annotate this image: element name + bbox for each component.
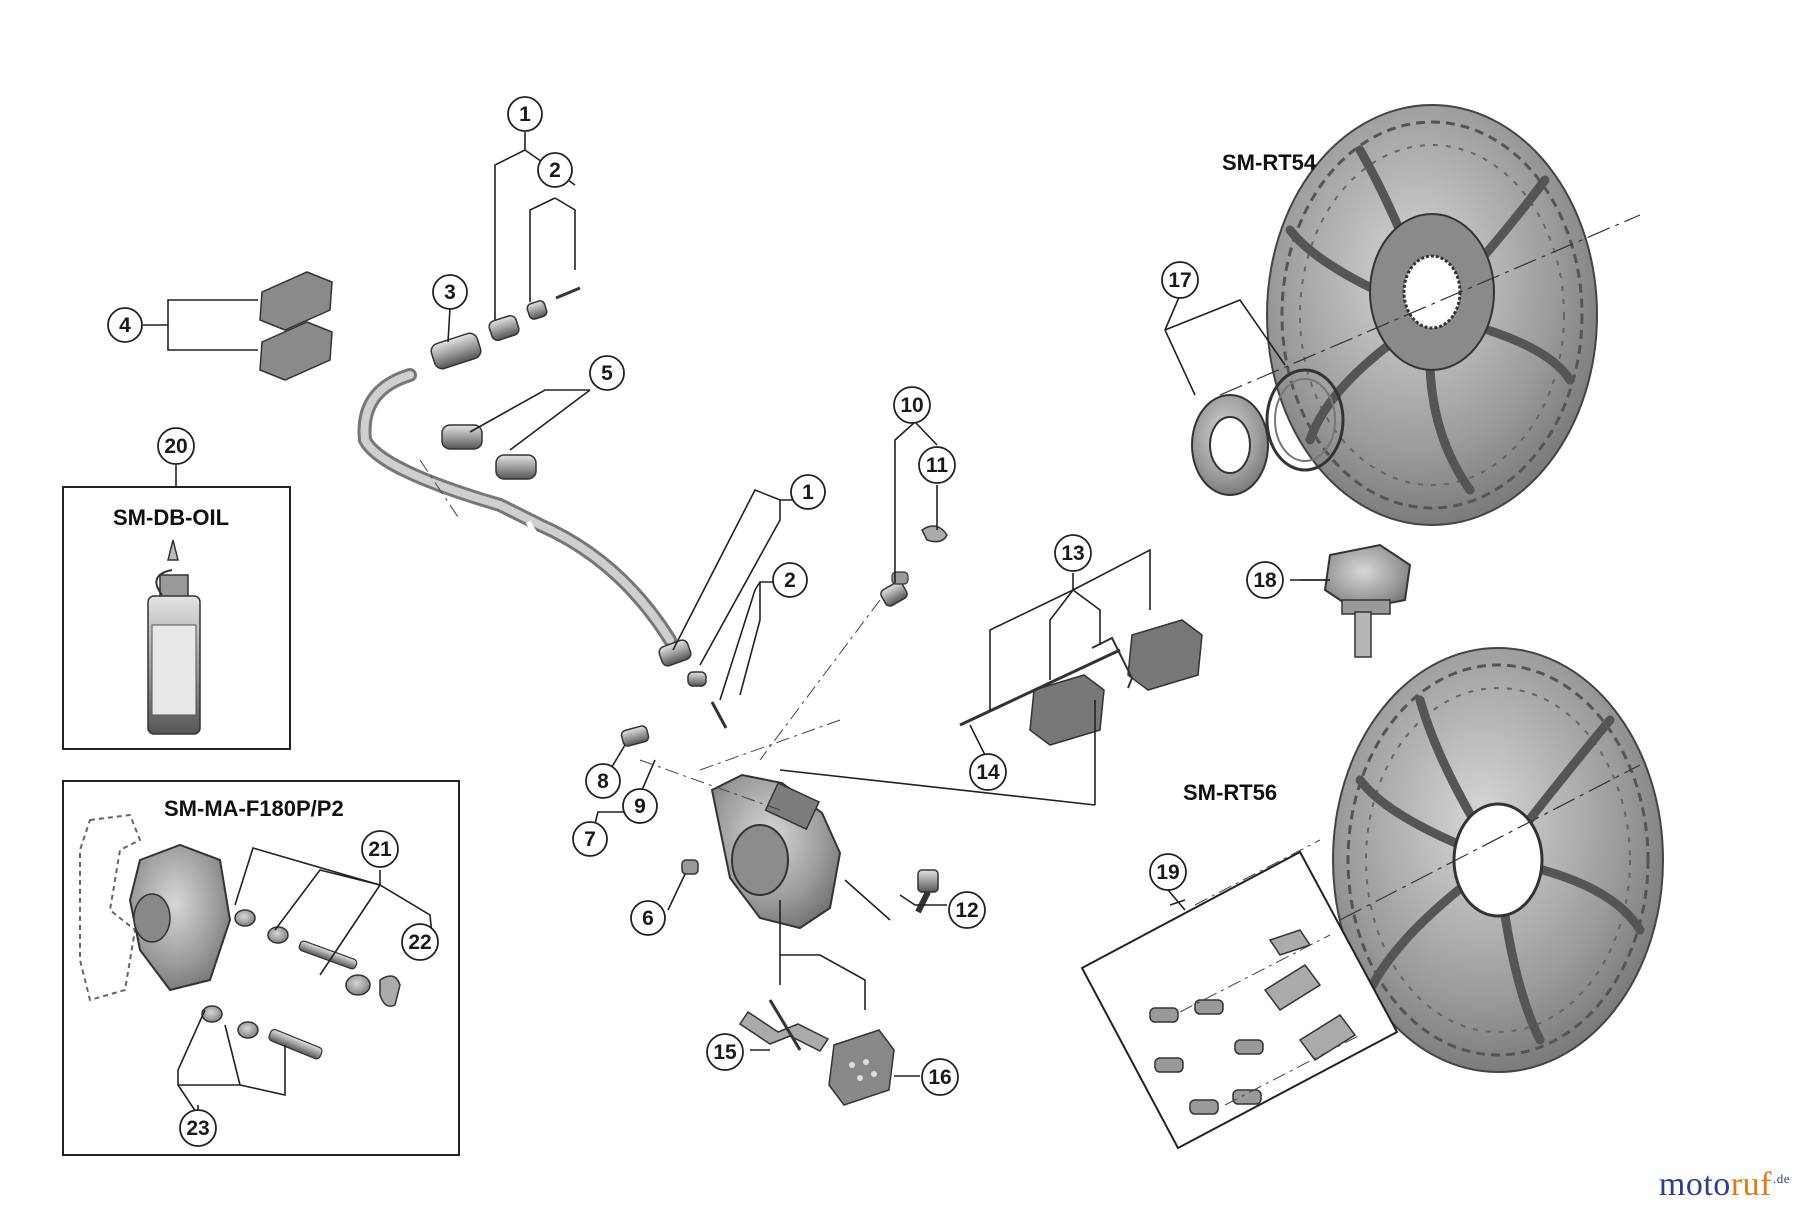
callout-12: 12 [948, 891, 986, 929]
caliper-small-parts [620, 725, 939, 914]
callout-16: 16 [921, 1058, 959, 1096]
svg-text:8: 8 [597, 770, 609, 793]
callout-9: 9 [622, 788, 658, 824]
callout-8: 8 [585, 763, 621, 799]
svg-text:6: 6 [642, 907, 654, 930]
svg-text:13: 13 [1061, 542, 1084, 565]
leader-lines [143, 132, 1330, 1116]
callout-22: 22 [401, 923, 439, 961]
svg-text:5: 5 [601, 362, 613, 385]
label-sm-db-oil: SM-DB-OIL [113, 505, 229, 530]
svg-text:18: 18 [1253, 569, 1277, 592]
svg-text:4: 4 [119, 314, 131, 337]
callout-6: 6 [630, 900, 666, 936]
callout-10: 10 [893, 386, 931, 424]
callout-14: 14 [969, 753, 1007, 791]
svg-text:1: 1 [802, 481, 814, 504]
svg-text:23: 23 [186, 1117, 209, 1140]
callout-2-top: 2 [537, 152, 573, 188]
callout-21: 21 [361, 830, 399, 868]
callout-17: 17 [1161, 261, 1199, 299]
callout-2-mid: 2 [772, 562, 808, 598]
label-sm-ma: SM-MA-F180P/P2 [164, 796, 344, 821]
adapter-bolt-kit-box [1080, 850, 1399, 1150]
svg-text:10: 10 [900, 394, 923, 417]
svg-text:21: 21 [368, 838, 392, 861]
resin-pads-lower [828, 1029, 895, 1106]
callout-15: 15 [706, 1033, 744, 1071]
lockring-tool [1323, 543, 1412, 658]
svg-text:20: 20 [164, 435, 187, 458]
brake-hose [357, 368, 677, 647]
label-sm-rt54: SM-RT54 [1222, 150, 1317, 175]
motoruf-watermark-logo: motoruf.de [1658, 1166, 1790, 1203]
svg-text:15: 15 [713, 1041, 737, 1064]
connector-insert [430, 332, 482, 370]
banjo-fittings [441, 424, 537, 480]
svg-text:22: 22 [408, 931, 431, 954]
svg-text:1: 1 [519, 103, 531, 126]
svg-text:9: 9 [634, 795, 646, 818]
callout-23: 23 [179, 1109, 217, 1147]
svg-text:3: 3 [444, 281, 456, 304]
callout-13: 13 [1054, 534, 1092, 572]
callout-4: 4 [107, 307, 143, 343]
svg-text:14: 14 [976, 761, 1000, 784]
callout-3: 3 [432, 274, 468, 310]
bleed-nipple-and-cap [880, 525, 948, 607]
callout-1-mid: 1 [790, 474, 826, 510]
svg-text:16: 16 [928, 1066, 951, 1089]
callout-7: 7 [572, 821, 608, 857]
rotor-sm-rt54 [1266, 104, 1598, 526]
svg-text:2: 2 [784, 569, 796, 592]
disc-brake-pads [959, 619, 1203, 746]
pad-spring [738, 999, 830, 1052]
hose-clamp-blocks [259, 271, 333, 381]
callout-11: 11 [918, 446, 956, 484]
svg-text:11: 11 [926, 454, 949, 477]
callout-18: 18 [1246, 561, 1284, 599]
svg-text:7: 7 [584, 828, 596, 851]
axis-lines [419, 459, 1361, 1106]
adapter-washers-and-bolts [201, 909, 401, 1060]
svg-text:12: 12 [955, 899, 978, 922]
callout-1-top: 1 [507, 96, 543, 132]
box-sm-ma-f180p [62, 780, 460, 1156]
svg-text:17: 17 [1168, 269, 1191, 292]
svg-text:2: 2 [549, 159, 561, 182]
svg-text:19: 19 [1156, 861, 1179, 884]
label-sm-rt56: SM-RT56 [1183, 780, 1277, 805]
callout-20: 20 [157, 427, 195, 465]
caliper-hose-fittings [658, 639, 728, 729]
lock-ring-and-washer [1191, 368, 1345, 496]
mineral-oil-bottle [147, 539, 201, 735]
mount-adapter [79, 813, 232, 1002]
callout-19: 19 [1149, 853, 1187, 891]
rotor-sm-rt56 [1332, 647, 1664, 1073]
callout-5: 5 [589, 355, 625, 391]
brake-caliper [710, 773, 842, 930]
olive-and-insert-top [488, 286, 581, 342]
